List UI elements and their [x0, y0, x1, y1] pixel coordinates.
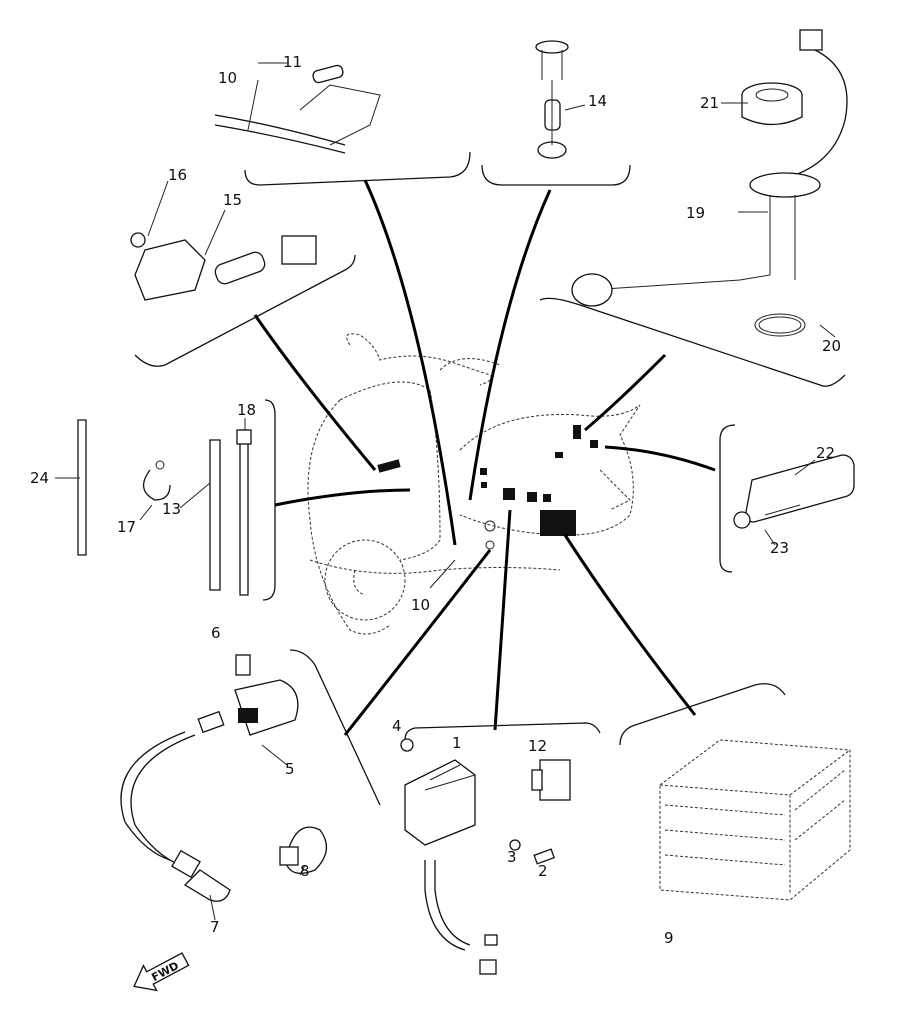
callout-brackets [134, 151, 846, 806]
callout-4: 4 [392, 717, 402, 735]
part-plate-22-23 [733, 454, 855, 546]
callout-15: 15 [223, 191, 242, 209]
callout-13: 13 [162, 500, 181, 518]
callout-20: 20 [822, 337, 841, 355]
part-wire-harness-top [214, 62, 381, 154]
callout-12: 12 [528, 737, 547, 755]
fwd-arrow: FWD [133, 952, 190, 992]
callout-24: 24 [30, 469, 49, 487]
callout-10-bottom: 10 [411, 596, 430, 614]
part-bands-13-18-24-17 [55, 418, 252, 596]
callout-2: 2 [538, 862, 548, 880]
leader-lines [253, 179, 716, 736]
callout-5: 5 [285, 760, 295, 778]
callout-18: 18 [237, 401, 256, 419]
callout-9: 9 [664, 929, 674, 947]
scooter-body [307, 333, 641, 635]
part-relay-15-16 [130, 180, 317, 301]
callout-19: 19 [686, 204, 705, 222]
callout-16: 16 [168, 166, 187, 184]
callout-17: 17 [117, 518, 136, 536]
callout-numbers: 10 11 14 21 19 20 16 15 18 24 17 13 22 2… [30, 53, 841, 947]
callout-1: 1 [452, 734, 462, 752]
callout-14: 14 [588, 92, 607, 110]
callout-10-top: 10 [218, 69, 237, 87]
part-ignition-coil [120, 654, 327, 921]
callout-11: 11 [283, 53, 302, 71]
callout-6: 6 [211, 624, 221, 642]
part-cdi-unit [400, 738, 571, 975]
callout-22: 22 [816, 444, 835, 462]
part-battery [659, 739, 851, 901]
callout-7: 7 [210, 918, 220, 936]
callout-23: 23 [770, 539, 789, 557]
part-plug-14 [535, 40, 586, 159]
part-fuel-sender [571, 29, 848, 338]
callout-8: 8 [300, 862, 310, 880]
callout-21: 21 [700, 94, 719, 112]
callout-3: 3 [507, 848, 517, 866]
